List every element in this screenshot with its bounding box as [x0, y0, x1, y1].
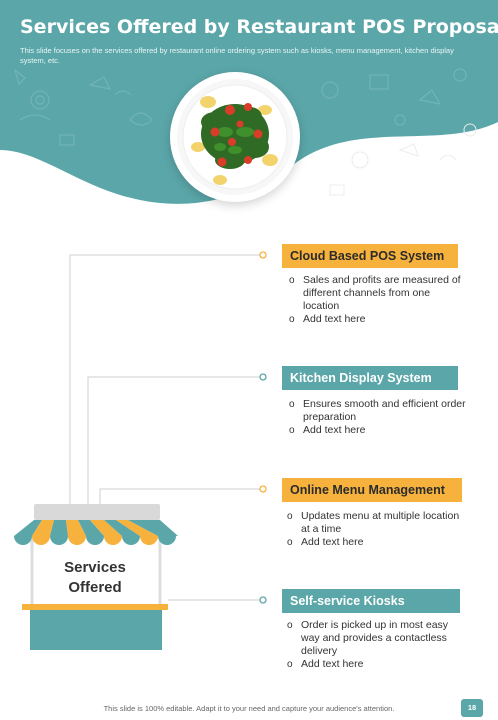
bullet-item: Ensures smooth and efficient order prepa… — [289, 398, 469, 424]
bullet-item: Sales and profits are measured of differ… — [289, 274, 464, 313]
page-title: Services Offered by Restaurant POS Propo… — [20, 16, 498, 38]
service-title-cloud-pos: Cloud Based POS System — [282, 244, 458, 268]
kiosk-label-line1: Services — [64, 559, 126, 576]
service-title-self-service-kiosks: Self-service Kiosks — [282, 589, 460, 613]
bullet-item: Add text here — [289, 313, 464, 326]
page-number-badge: 18 — [461, 699, 483, 717]
page-subtitle: This slide focuses on the services offer… — [20, 46, 454, 65]
bullet-item: Add text here — [287, 536, 462, 549]
kiosk-label: Services Offered — [40, 558, 150, 598]
service-title-kitchen-display: Kitchen Display System — [282, 366, 458, 390]
service-bullets-kitchen-display: Ensures smooth and efficient order prepa… — [289, 398, 469, 437]
footer-note: This slide is 100% editable. Adapt it to… — [103, 704, 395, 713]
light-doodle-pattern — [329, 123, 477, 196]
bullet-item: Order is picked up in most easy way and … — [287, 619, 462, 658]
service-bullets-cloud-pos: Sales and profits are measured of differ… — [289, 274, 464, 326]
bullet-item: Add text here — [289, 424, 469, 437]
service-bullets-online-menu: Updates menu at multiple location at a t… — [287, 510, 462, 549]
kiosk-stall-illustration — [14, 504, 178, 650]
service-bullets-self-service-kiosks: Order is picked up in most easy way and … — [287, 619, 462, 671]
salad-plate-image — [170, 72, 300, 202]
kiosk-label-line2: Offered — [68, 579, 122, 596]
service-title-online-menu: Online Menu Management — [282, 478, 462, 502]
bullet-item: Add text here — [287, 658, 462, 671]
bullet-item: Updates menu at multiple location at a t… — [287, 510, 462, 536]
